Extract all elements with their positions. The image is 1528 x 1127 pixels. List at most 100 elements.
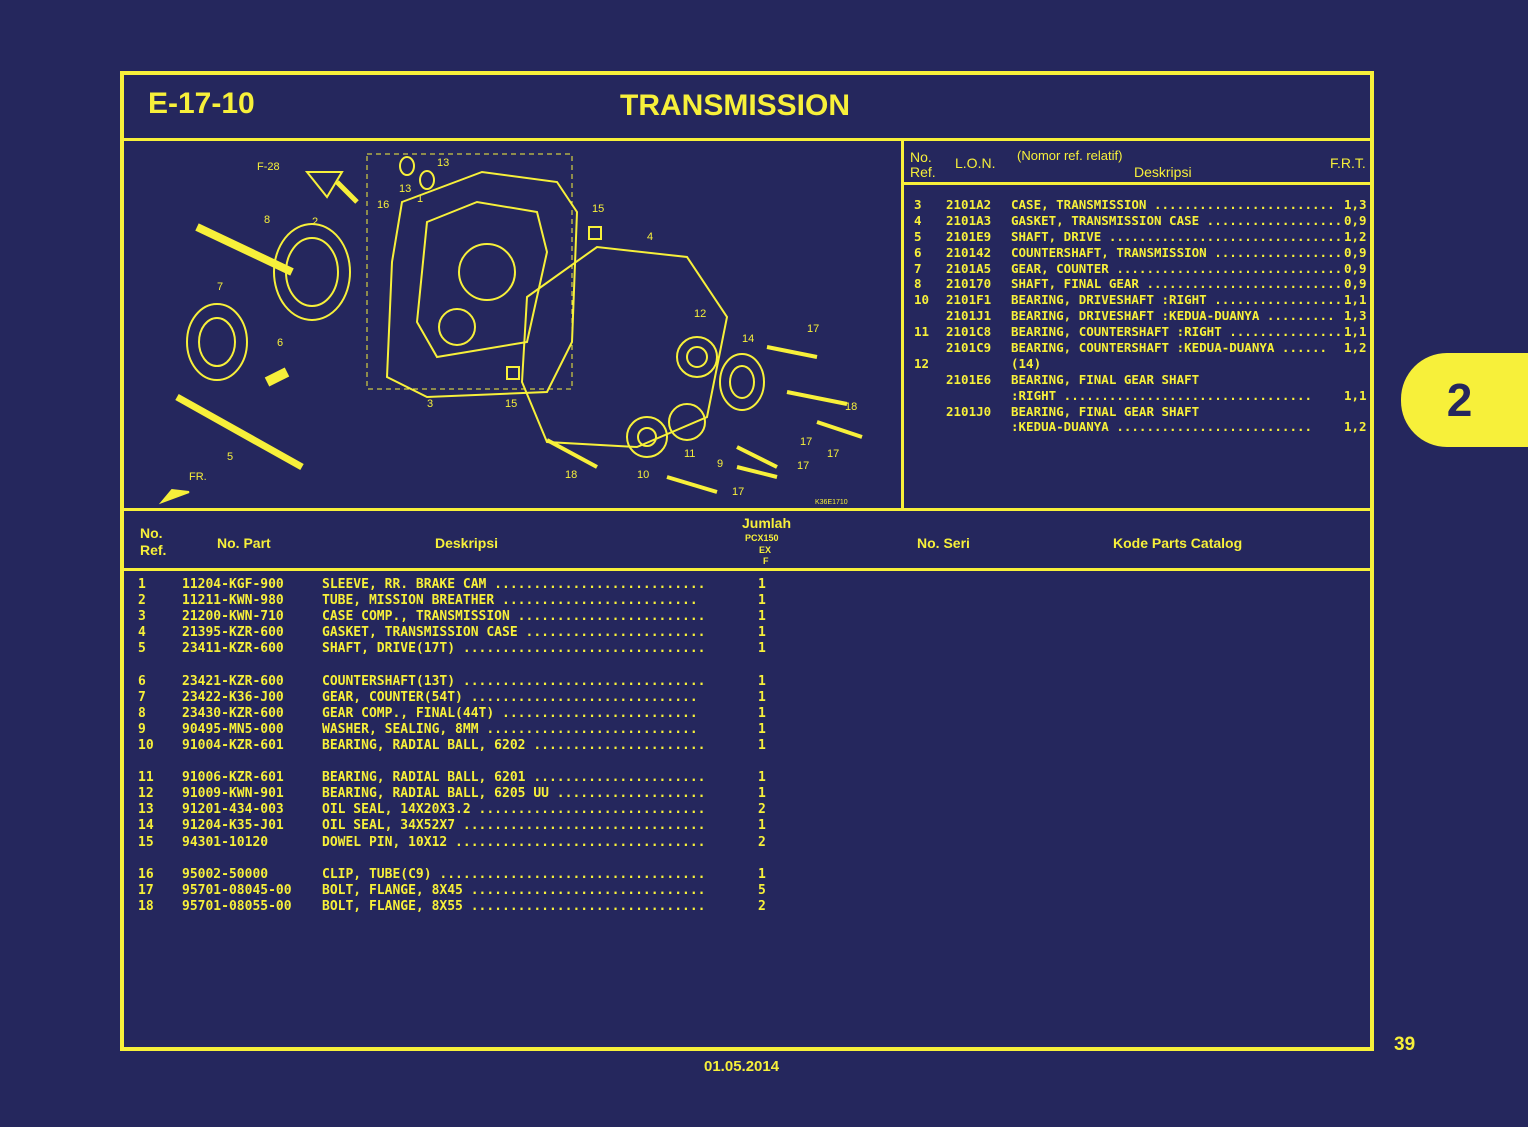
lon-frt: 1,3 <box>1344 308 1367 324</box>
part-desc: GEAR, COUNTER(54T) .....................… <box>322 689 698 705</box>
part-ref: 11 <box>138 770 154 786</box>
section-code: E-17-10 <box>148 87 255 120</box>
svg-text:12: 12 <box>694 308 706 320</box>
part-desc: OIL SEAL, 14X20X3.2 ....................… <box>322 802 706 818</box>
part-ref: 4 <box>138 625 146 641</box>
part-number: 91004-KZR-601 <box>182 737 284 753</box>
part-number: 21200-KWN-710 <box>182 609 284 625</box>
lon-frt: 1,1 <box>1344 324 1367 340</box>
lon-desc: BEARING, COUNTERSHAFT :KEDUA-DUANYA ....… <box>1011 340 1328 356</box>
lon-code: 2101A3 <box>946 212 992 228</box>
part-qty: 1 <box>758 786 766 802</box>
lon-head-frt: F.R.T. <box>1330 155 1366 171</box>
part-ref: 18 <box>138 898 154 914</box>
svg-text:18: 18 <box>845 401 857 413</box>
lon-code: 2101C9 <box>946 340 992 356</box>
svg-text:3: 3 <box>427 398 433 410</box>
lon-ref: 3 <box>914 197 922 212</box>
bearing-12 <box>676 336 718 378</box>
lon-ref: 6 <box>914 244 922 260</box>
page-number: 39 <box>1394 1034 1416 1055</box>
svg-text:F-28: F-28 <box>257 161 280 173</box>
lon-ref: 11 <box>914 324 930 340</box>
lon-desc: GEAR, COUNTER ..........................… <box>1011 260 1343 276</box>
bolt <box>546 438 598 469</box>
part-ref: 8 <box>138 705 146 721</box>
part-ref: 7 <box>138 689 146 705</box>
parts-head-desc: Deskripsi <box>435 535 499 551</box>
part-qty: 1 <box>758 673 766 689</box>
part-qty: 1 <box>758 705 766 721</box>
part-ref: 14 <box>138 818 154 834</box>
part-number: 11211-KWN-980 <box>182 593 284 609</box>
part-qty: 2 <box>758 834 766 850</box>
part-ref: 1 <box>138 577 146 592</box>
svg-text:16: 16 <box>377 199 389 211</box>
countershaft <box>264 367 290 387</box>
part-ref: 12 <box>138 786 154 802</box>
parts-head-serial: No. Seri <box>917 535 970 551</box>
divider <box>124 138 1370 141</box>
part-desc: GASKET, TRANSMISSION CASE ..............… <box>322 625 706 641</box>
part-qty: 2 <box>758 802 766 818</box>
svg-text:9: 9 <box>717 458 723 470</box>
lon-desc: SHAFT, DRIVE ...........................… <box>1011 228 1343 244</box>
part-number: 91201-434-003 <box>182 802 284 818</box>
lon-desc: CASE, TRANSMISSION .....................… <box>1011 197 1335 212</box>
svg-text:15: 15 <box>505 398 517 410</box>
case-bore-small <box>438 308 476 346</box>
svg-text:15: 15 <box>592 203 604 215</box>
svg-text:18: 18 <box>565 469 577 481</box>
publish-date: 01.05.2014 <box>704 1058 780 1075</box>
svg-text:10: 10 <box>637 469 649 481</box>
lon-frt: 1,1 <box>1344 387 1367 403</box>
part-number: 91006-KZR-601 <box>182 770 284 786</box>
dowel-pin <box>506 366 520 380</box>
lon-desc: BEARING, DRIVESHAFT :RIGHT .............… <box>1011 292 1343 308</box>
final-gear-hub <box>285 237 339 307</box>
final-gear-shaft <box>195 223 294 276</box>
part-number: 21395-KZR-600 <box>182 625 284 641</box>
part-qty: 1 <box>758 737 766 753</box>
part-qty: 1 <box>758 818 766 834</box>
part-desc: TUBE, MISSION BREATHER .................… <box>322 593 698 609</box>
bolt <box>736 445 778 469</box>
divider <box>124 508 1370 511</box>
bearing-10 <box>626 416 668 458</box>
lon-ref: 7 <box>914 260 922 276</box>
part-ref: 3 <box>138 609 146 625</box>
part-qty: 1 <box>758 866 766 882</box>
svg-text:17: 17 <box>797 460 809 472</box>
svg-text:FR.: FR. <box>189 471 207 483</box>
part-qty: 1 <box>758 721 766 737</box>
part-desc: BEARING, RADIAL BALL, 6202 .............… <box>322 737 706 753</box>
part-number: 95002-50000 <box>182 866 269 882</box>
lon-ref: 10 <box>914 292 930 308</box>
section-tab[interactable]: 2 <box>1401 353 1528 447</box>
lon-desc: :RIGHT ................................. <box>1011 387 1313 403</box>
part-desc: BEARING, RADIAL BALL, 6205 UU ..........… <box>322 786 706 802</box>
parts-head-ref: Ref. <box>140 542 167 558</box>
part-number: 91009-KWN-901 <box>182 786 284 802</box>
sleeve <box>399 156 415 176</box>
svg-text:8: 8 <box>264 214 270 226</box>
part-ref: 13 <box>138 802 154 818</box>
lon-code: 2101E6 <box>946 371 992 387</box>
part-desc: SHAFT, DRIVE(17T) ......................… <box>322 641 706 657</box>
parts-head-no: No. <box>140 525 163 541</box>
